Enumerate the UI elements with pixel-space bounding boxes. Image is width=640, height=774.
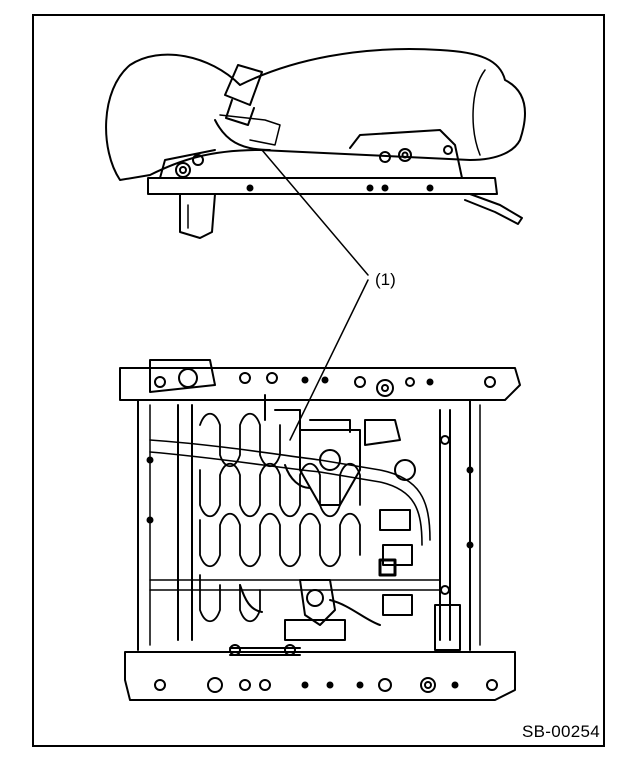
- lower-rail: [124, 651, 516, 701]
- seat-rail: [147, 177, 498, 195]
- figure-code: SB-00254: [521, 722, 600, 741]
- rear-lever: [464, 193, 523, 225]
- side-connector: [224, 64, 263, 106]
- springs: [199, 412, 361, 623]
- seat-side-view: [105, 48, 526, 239]
- front-bracket: [179, 193, 216, 239]
- right-connectors: [379, 509, 413, 616]
- callout-leaders: [261, 149, 369, 441]
- upper-rail: [119, 367, 521, 401]
- seat-cushion: [105, 48, 526, 181]
- lower-motor: [299, 579, 336, 626]
- motor-unit: [299, 429, 361, 506]
- seat-top-view: [119, 359, 521, 701]
- callout-label: (1): [375, 270, 396, 289]
- figure-frame: [32, 14, 605, 747]
